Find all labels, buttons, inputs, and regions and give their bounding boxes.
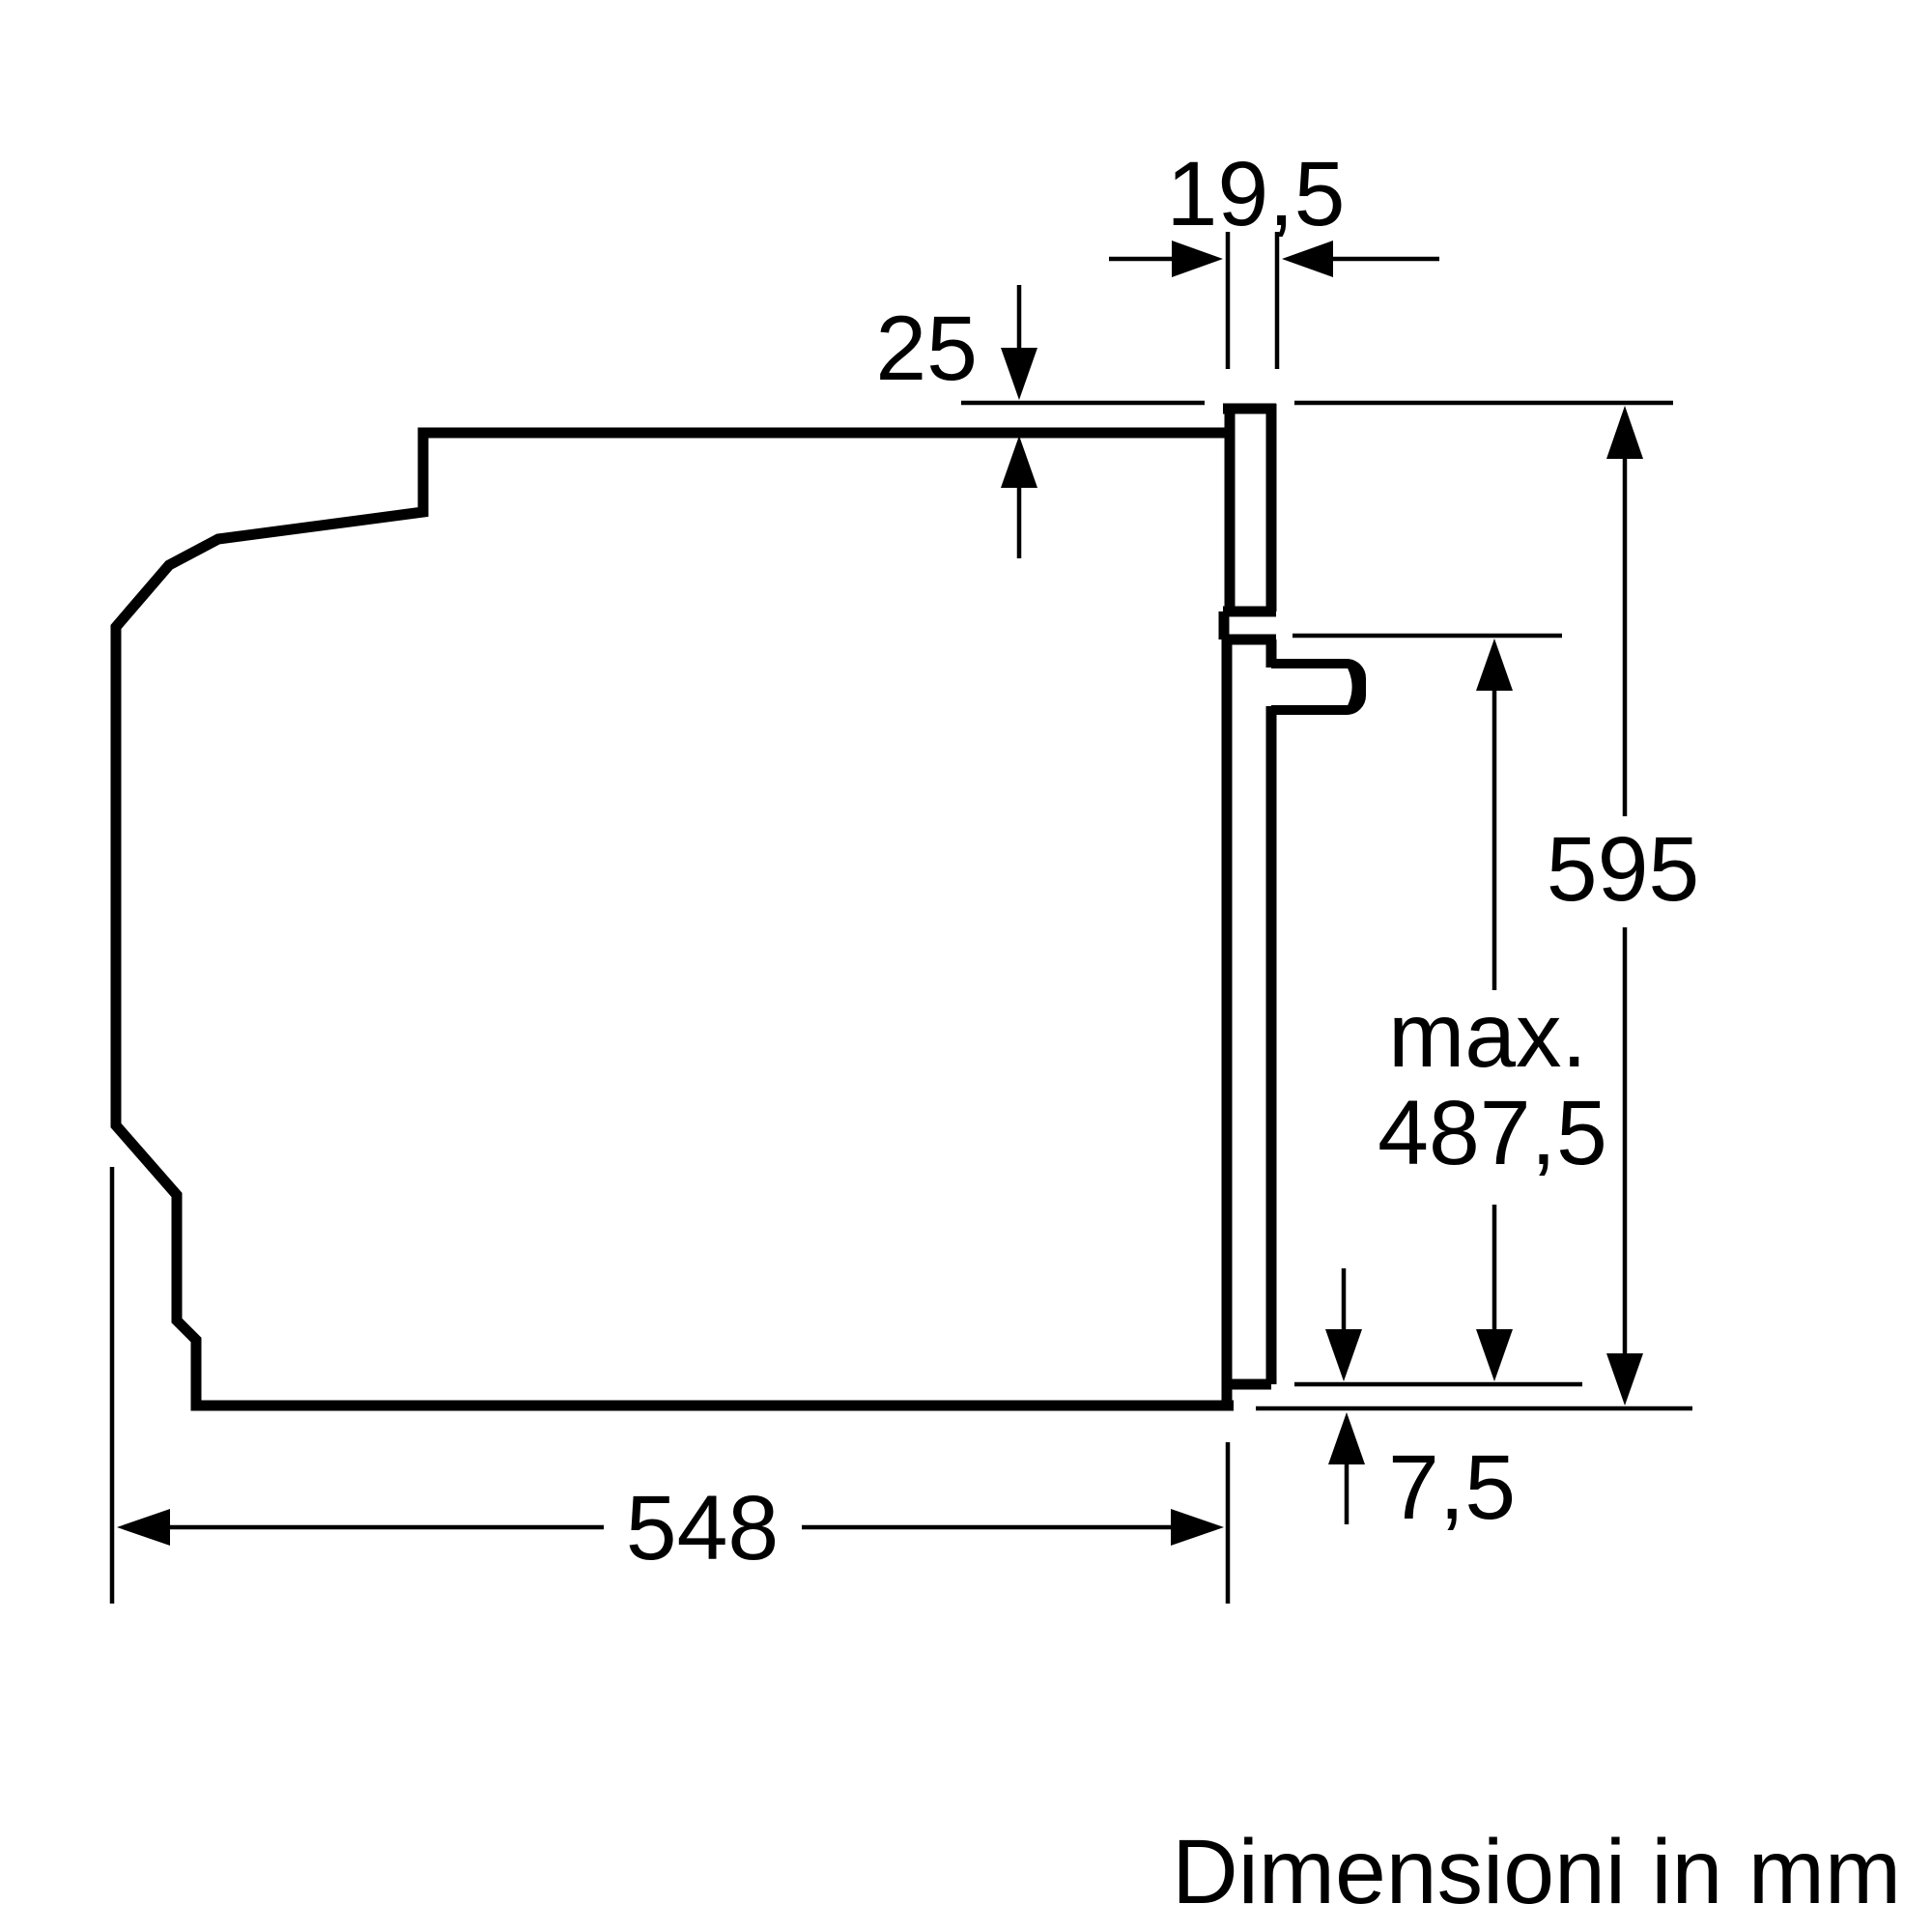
dimension-top-overlap: 25: [875, 285, 1037, 558]
knob-outline: [1271, 659, 1366, 715]
dim-25-label: 25: [875, 298, 978, 400]
dim-7-5-up-arrowhead: [1328, 1412, 1365, 1464]
dim-487-up-arrowhead: [1476, 639, 1513, 691]
oven-door: [1221, 634, 1277, 1408]
dim-487-label-max: max.: [1388, 984, 1587, 1087]
dimension-frame-thickness: 19,5: [1109, 143, 1439, 277]
dim-487-label-value: 487,5: [1378, 1082, 1607, 1184]
dim-548-left-arrowhead: [117, 1509, 170, 1546]
dim-487-down-arrowhead: [1476, 1329, 1513, 1381]
dimension-bottom-gap: 7,5: [1325, 1268, 1516, 1539]
dim-7-5-down-arrowhead: [1325, 1329, 1362, 1381]
knob-rim-arc: [1348, 666, 1358, 708]
units-caption: Dimensioni in mm: [1172, 1821, 1901, 1923]
dim-25-down-arrowhead: [1001, 348, 1037, 400]
dim-595-up-arrowhead: [1606, 406, 1643, 459]
dim-595-label: 595: [1547, 818, 1700, 921]
dim-19-5-left-arrowhead: [1172, 241, 1223, 277]
dimension-door-max: max. 487,5: [1378, 639, 1607, 1381]
dimension-body-depth: 548: [117, 1477, 1224, 1579]
oven-body: [110, 427, 1234, 1411]
dim-548-label: 548: [626, 1477, 780, 1579]
dim-19-5-right-arrowhead: [1282, 241, 1333, 277]
oven-body-outline: [110, 427, 1234, 1411]
dimension-front-height: 595: [1547, 406, 1700, 1406]
dim-548-right-arrowhead: [1171, 1509, 1224, 1546]
control-knob: [1271, 659, 1366, 715]
dim-595-down-arrowhead: [1606, 1353, 1643, 1406]
dim-25-up-arrowhead: [1001, 436, 1037, 488]
dim-7-5-label: 7,5: [1388, 1436, 1516, 1539]
front-fascia: [1218, 403, 1277, 639]
dim-19-5-label: 19,5: [1167, 143, 1346, 245]
extension-lines: [109, 232, 1692, 1604]
